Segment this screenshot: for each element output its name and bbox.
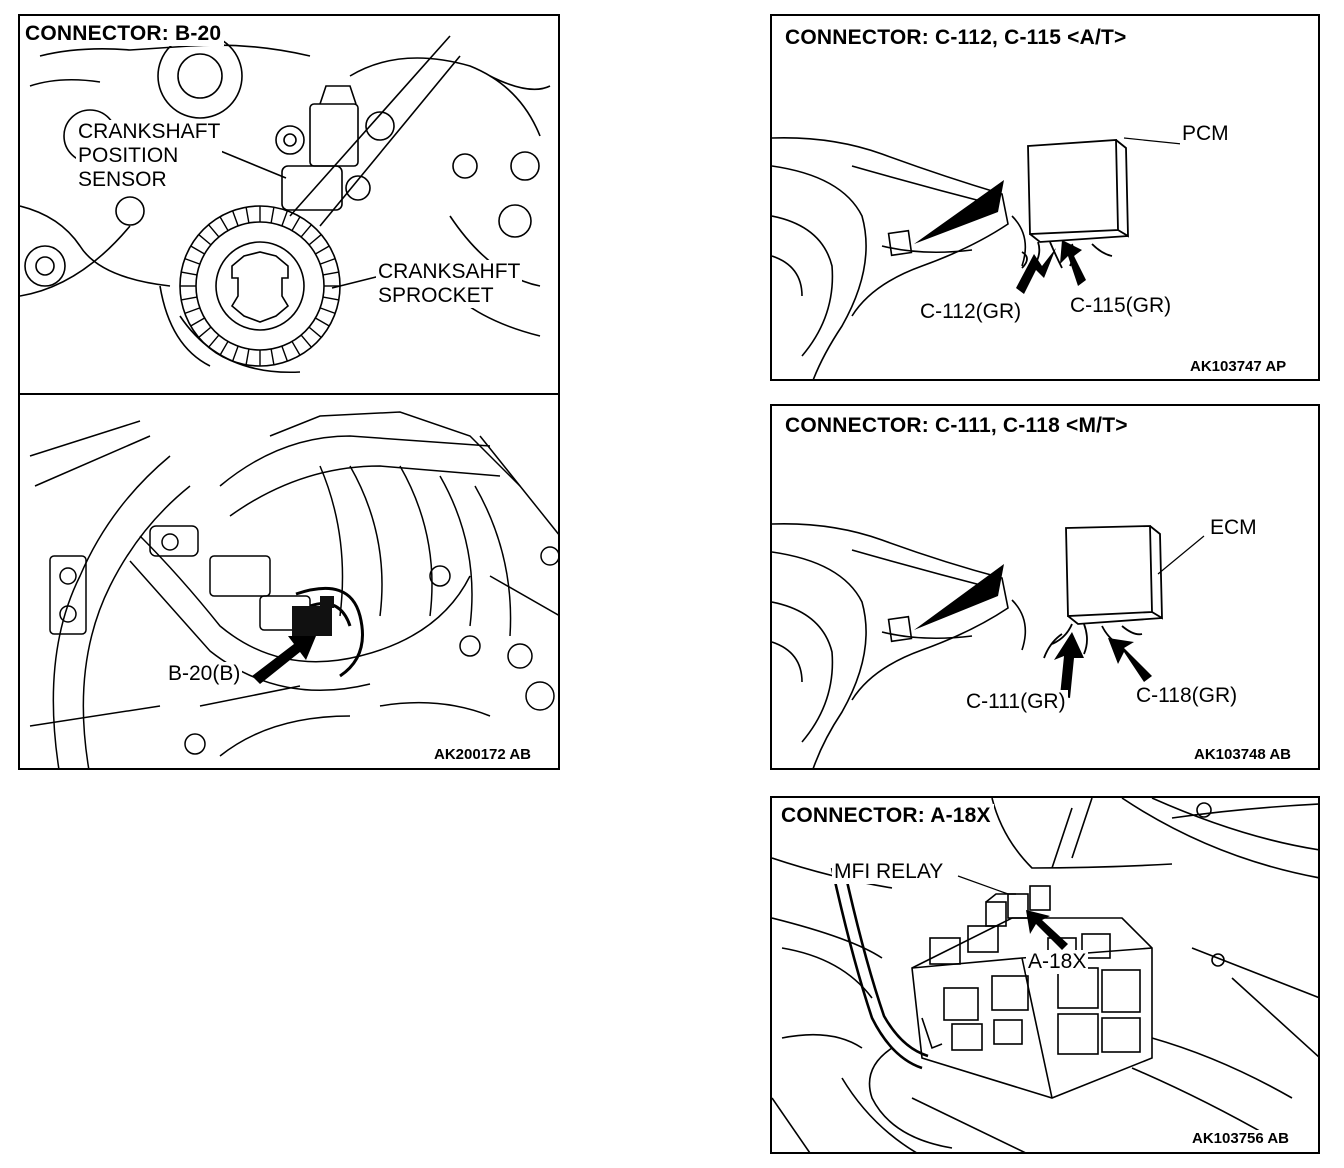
sprocket-tooth [181, 296, 198, 301]
figure-code: AK103756 AB [1190, 1130, 1291, 1147]
panel-title: CONNECTOR: C-111, C-118 <M/T> [782, 414, 1131, 438]
sprocket-tooth [322, 271, 339, 276]
figure-code: AK103748 AB [1192, 746, 1293, 763]
sprocket-tooth [281, 345, 289, 362]
label-line: CRANKSHAFT [78, 120, 221, 143]
label-line: CRANKSAHFT [378, 260, 521, 283]
connector-b20-label: B-20(B) [166, 662, 243, 686]
sprocket-tooth [300, 334, 312, 348]
sprocket-tooth [184, 307, 201, 315]
connector-c118-label: C-118(GR) [1134, 684, 1240, 708]
sprocket-tooth [208, 334, 220, 348]
sprocket-tooth [270, 348, 275, 365]
panel-connector-a18x: CONNECTOR: A-18X MFI RELAY A-18X AK10375… [770, 796, 1320, 1154]
sprocket-tooth [245, 207, 250, 224]
figure-code: AK103747 AP [1188, 358, 1289, 375]
crankshaft-sprocket-label: CRANKSAHFT SPROCKET [376, 260, 523, 308]
mfi-relay-label: MFI RELAY [832, 860, 946, 884]
panel-title: CONNECTOR: B-20 [22, 22, 225, 46]
panel-connector-b20: CONNECTOR: B-20 CRANKSHAFT POSITION SENS… [18, 14, 560, 770]
pcm-label: PCM [1180, 122, 1231, 146]
label-line: SPROCKET [378, 284, 494, 307]
sprocket-tooth [322, 296, 339, 301]
sprocket-tooth [319, 307, 336, 315]
sprocket-tooth [281, 210, 289, 227]
ecm-location-illustration [772, 523, 1205, 768]
figure-code: AK200172 AB [432, 746, 533, 763]
sprocket-tooth [190, 245, 205, 255]
sprocket-tooth [208, 224, 220, 238]
connector-c112-label: C-112(GR) [918, 300, 1024, 324]
sprocket-tooth [219, 341, 229, 356]
connector-c111-label: C-111(GR) [964, 690, 1068, 714]
sprocket-tooth [198, 234, 212, 246]
sprocket-tooth [291, 216, 301, 231]
sprocket-tooth [181, 271, 198, 276]
sprocket-tooth [291, 341, 301, 356]
sprocket-tooth [231, 345, 239, 362]
panel-title: CONNECTOR: A-18X [778, 804, 994, 828]
label-line: SENSOR [78, 168, 167, 191]
crankshaft-position-sensor-label: CRANKSHAFT POSITION SENSOR [76, 120, 223, 192]
label-line: POSITION [78, 144, 179, 167]
sprocket-tooth [245, 348, 250, 365]
sprocket-tooth [270, 207, 275, 224]
ecm-label: ECM [1208, 516, 1259, 540]
sprocket-tooth [198, 326, 212, 338]
connector-c115-label: C-115(GR) [1068, 294, 1174, 318]
sprocket-tooth [315, 245, 330, 255]
panel-title: CONNECTOR: C-112, C-115 <A/T> [782, 26, 1130, 50]
connector-a18x-label: A-18X [1026, 950, 1089, 974]
sprocket-tooth [315, 317, 330, 327]
sprocket-tooth [190, 317, 205, 327]
relay-box-illustration [772, 798, 1318, 1152]
sprocket-tooth [300, 224, 312, 238]
sprocket-tooth [308, 326, 322, 338]
panel-connector-c112-c115: CONNECTOR: C-112, C-115 <A/T> PCM C-112(… [770, 14, 1320, 381]
sprocket-tooth [219, 216, 229, 231]
panel-connector-c111-c118: CONNECTOR: C-111, C-118 <M/T> ECM C-111(… [770, 404, 1320, 770]
sprocket-tooth [231, 210, 239, 227]
pcm-location-illustration [772, 137, 1183, 379]
sprocket-tooth [308, 234, 322, 246]
sprocket-tooth [319, 257, 336, 265]
sprocket-tooth [184, 257, 201, 265]
